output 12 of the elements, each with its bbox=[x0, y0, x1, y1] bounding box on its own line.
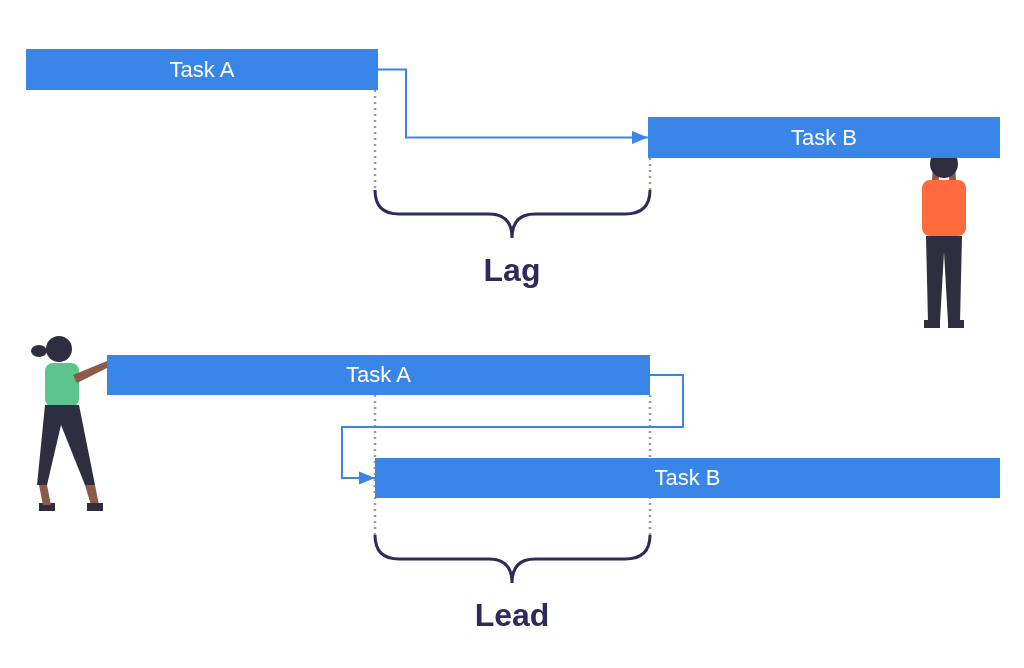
task-bar bbox=[648, 117, 1000, 158]
task-label: Task B bbox=[791, 124, 857, 151]
task-bar bbox=[107, 355, 650, 395]
task-label: Task A bbox=[169, 56, 235, 83]
interval-label: Lag bbox=[483, 252, 541, 289]
task-bar bbox=[375, 458, 1000, 498]
task-label: Task A bbox=[346, 362, 411, 388]
arrow bbox=[377, 68, 649, 144]
arrow bbox=[341, 374, 684, 485]
task-bar bbox=[26, 49, 378, 90]
interval-label: Lead bbox=[474, 597, 550, 634]
task-label: Task B bbox=[654, 465, 721, 491]
